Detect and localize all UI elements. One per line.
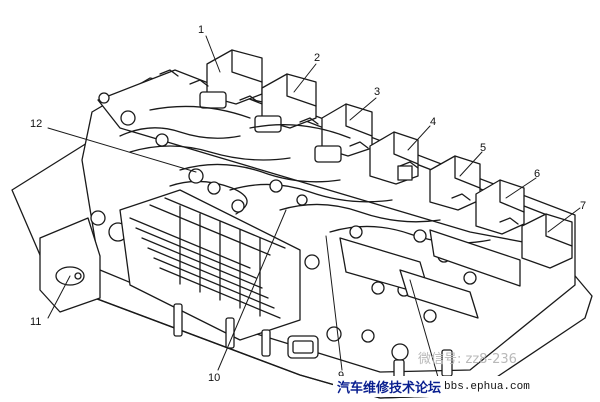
solenoid-2 [254, 73, 317, 133]
end-cover [39, 217, 101, 313]
right-valve-channels [339, 229, 521, 319]
solenoid-5 [429, 155, 481, 211]
solenoid-7 [521, 213, 573, 269]
forum-source-bar: 汽车维修技术论坛 bbs.ephua.com [333, 376, 534, 397]
forum-name: 汽车维修技术论坛 [337, 381, 442, 396]
forum-url-link[interactable]: bbs.ephua.com [444, 380, 530, 393]
callout-6: 6 [534, 168, 541, 180]
leader-lines [47, 35, 581, 385]
callout-5: 5 [480, 142, 487, 154]
callout-2: 2 [314, 52, 321, 64]
heat-sink-module [119, 189, 301, 341]
connector-clips [159, 69, 519, 225]
wechat-watermark: 微信号: zz8-236 [418, 352, 517, 367]
callout-7: 7 [580, 200, 587, 212]
harness-connector [287, 335, 319, 359]
callout-10: 10 [208, 372, 221, 384]
callout-11: 11 [30, 316, 42, 328]
callout-4: 4 [430, 116, 437, 128]
callout-3: 3 [374, 86, 381, 98]
callout-1: 1 [198, 24, 205, 36]
callout-12: 12 [30, 118, 43, 130]
solenoid-4 [369, 131, 419, 185]
